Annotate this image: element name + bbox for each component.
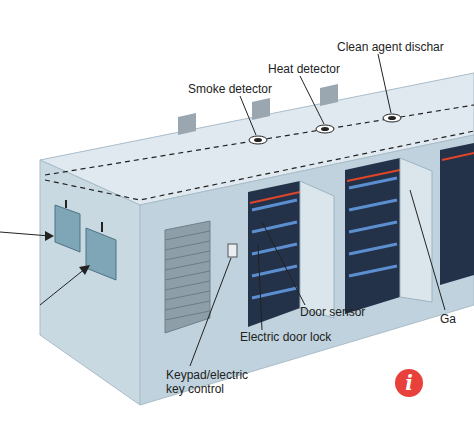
leader-lines [0, 54, 445, 366]
arrow-head [45, 231, 54, 241]
electrical-box [86, 228, 116, 280]
conduit [65, 200, 67, 208]
open-door [400, 158, 432, 302]
electrical-box [55, 205, 80, 252]
callout-label: Keypad/electric key control [166, 368, 266, 396]
vent-grille [165, 221, 210, 333]
info-icon-letter: i [395, 369, 423, 397]
callout-label: Heat detector [268, 62, 378, 76]
callout-label: Clean agent dischar [337, 40, 474, 54]
smoke-detector [249, 136, 267, 144]
discharge-pipe [250, 192, 300, 203]
battery-rack [248, 181, 300, 327]
open-door [300, 181, 334, 318]
callout-label: Electric door lock [240, 330, 370, 344]
battery-modules [349, 178, 397, 276]
callout-label: Door sensor [300, 305, 400, 319]
callout-label: Ga [440, 312, 474, 326]
discharge-nozzle [383, 114, 401, 122]
heat-detector [316, 125, 334, 133]
callout-label: Smoke detector [188, 82, 298, 96]
roof-fin [320, 84, 338, 106]
roof-fin [252, 98, 270, 120]
vent-slats [165, 231, 210, 320]
container-side-wall [140, 135, 474, 405]
arrow-head [79, 265, 90, 275]
battery-modules [252, 200, 297, 298]
info-icon [395, 369, 423, 397]
roof-fin [178, 113, 196, 135]
battery-rack [440, 143, 474, 285]
battery-rack [345, 158, 400, 314]
keypad [228, 244, 237, 257]
discharge-pipe [347, 170, 400, 181]
conduit [101, 222, 103, 232]
discharge-pipe [442, 153, 474, 160]
